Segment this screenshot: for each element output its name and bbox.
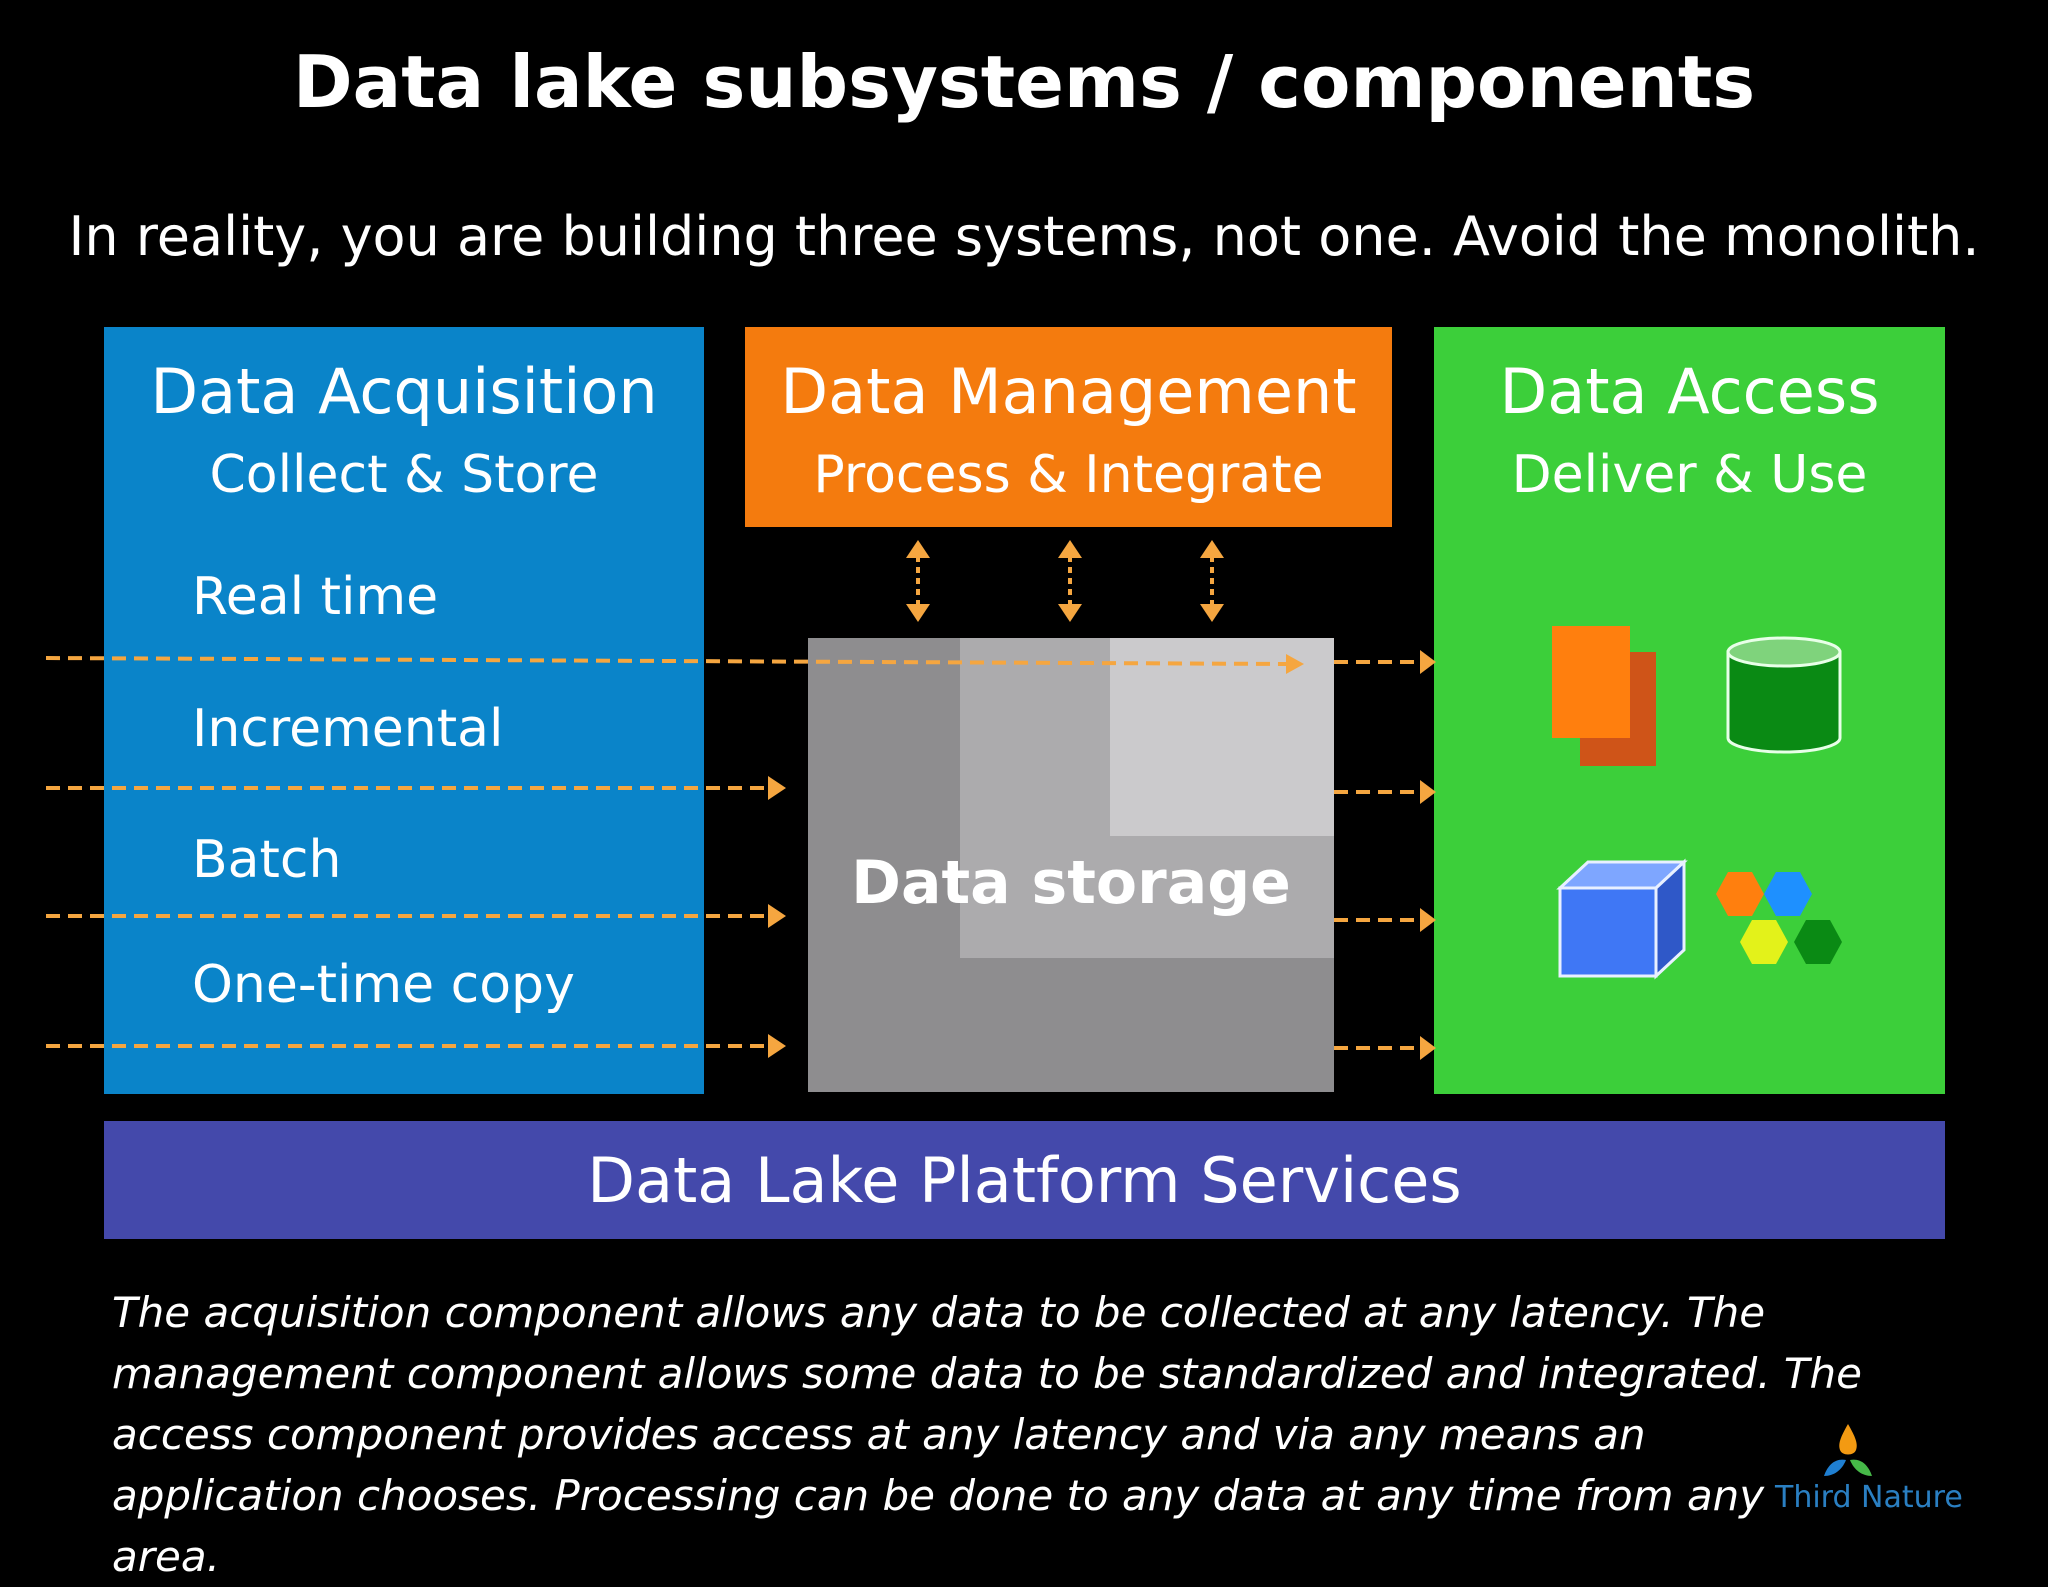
mode-real-time: Real time — [192, 567, 439, 627]
page-subtitle: In reality, you are building three syste… — [68, 205, 1980, 268]
data-acquisition-box: Data Acquisition Collect & Store Real ti… — [104, 327, 704, 1094]
arrow-real-time — [45, 656, 1291, 666]
third-nature-logo-icon — [1824, 1424, 1872, 1476]
page-title: Data lake subsystems / components — [292, 40, 1756, 124]
platform-services-label: Data Lake Platform Services — [587, 1143, 1462, 1217]
access-subtitle: Deliver & Use — [1511, 445, 1868, 505]
access-title: Data Access — [1499, 355, 1880, 428]
data-management-box: Data Management Process & Integrate — [745, 327, 1392, 527]
data-storage-label: Data storage — [851, 848, 1291, 918]
caption-text: The acquisition component allows any dat… — [112, 1288, 1863, 1581]
mode-batch: Batch — [192, 830, 342, 890]
acquisition-title: Data Acquisition — [150, 355, 658, 428]
management-title: Data Management — [780, 355, 1357, 428]
mode-one-time-copy: One-time copy — [192, 955, 575, 1015]
arrows-layer — [45, 540, 1436, 1060]
data-storage-block — [808, 638, 1334, 1092]
documents-icon — [1552, 626, 1656, 766]
database-icon — [1726, 636, 1842, 754]
management-subtitle: Process & Integrate — [813, 445, 1324, 505]
hexagons-icon — [1716, 872, 1842, 964]
cube-icon — [1556, 858, 1688, 980]
data-access-box: Data Access Deliver & Use — [1434, 327, 1945, 1094]
acquisition-subtitle: Collect & Store — [209, 445, 599, 505]
mode-incremental: Incremental — [192, 699, 504, 759]
third-nature-logo-text: Third Nature — [1775, 1480, 1963, 1515]
platform-services-bar: Data Lake Platform Services — [104, 1121, 1945, 1239]
